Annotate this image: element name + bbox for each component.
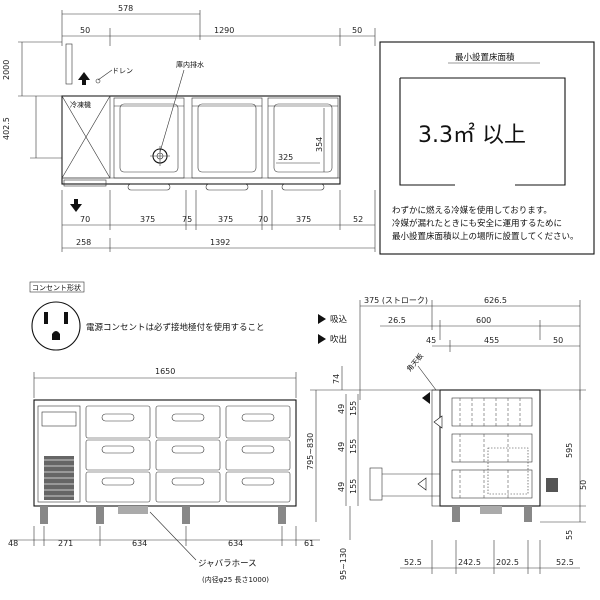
label-angle-top: 角天板 (405, 351, 425, 373)
leg-4 (278, 506, 286, 524)
airflow-up-arrow-icon (78, 72, 90, 85)
dim-375b: 375 (218, 215, 233, 224)
legend-exhaust: 吹出 (330, 334, 347, 345)
dim-375c: 375 (296, 215, 311, 224)
dim-70b: 70 (258, 215, 268, 224)
dim-2000: 2000 (2, 60, 11, 80)
compressor-area (61, 95, 111, 179)
dim-325: 325 (278, 153, 293, 162)
dim-49b: 49 (337, 442, 346, 452)
dim-45: 45 (426, 336, 436, 345)
drawer-bins-top (113, 97, 339, 179)
dim-271: 271 (58, 539, 73, 548)
dim-155b: 155 (349, 439, 358, 454)
dim-52: 52 (353, 215, 363, 224)
side-leg-2 (524, 506, 532, 522)
hose-label: ジャバラホース (198, 559, 257, 569)
dim-258: 258 (76, 238, 91, 247)
outlet-plug-icon (31, 301, 81, 351)
min-area-note-2: 冷媒が漏れたときにも安全に運用するために (392, 218, 562, 229)
dim-61: 61 (304, 539, 314, 548)
hose-spec: (内径φ25 長さ1000) (202, 575, 269, 584)
top-plan-view: 578 50 1290 50 2000 402.5 ドレン 庫内排水 冷凍機 (2, 4, 376, 252)
dim-375-stroke: 375 (ストローク) (364, 296, 428, 305)
dim-74: 74 (332, 374, 341, 384)
dim-595: 595 (565, 443, 574, 458)
min-area-panel: 最小設置床面積 3.3㎡ 以上 わずかに燃える冷媒を使用しております。 冷媒が漏… (379, 41, 595, 255)
dim-795-830: 795~830 (306, 433, 315, 470)
leg-1 (40, 506, 48, 524)
front-cabinet (33, 399, 297, 507)
exhaust-arrow-icon (318, 334, 326, 344)
dim-1392: 1392 (210, 238, 230, 247)
dim-70a: 70 (80, 215, 90, 224)
dim-75: 75 (182, 215, 192, 224)
dim-95-130: 95~130 (339, 548, 348, 580)
side-view: 375 (ストローク) 626.5 26.5 600 45 455 50 角天板… (306, 296, 588, 580)
exhaust-lower-arrow-icon (417, 477, 427, 491)
dim-600: 600 (476, 316, 491, 325)
side-leg-1 (452, 506, 460, 522)
dim-155a: 155 (349, 401, 358, 416)
outlet-notice: 電源コンセントは必ず接地極付を使用すること (86, 322, 265, 333)
label-refrigerant: 冷凍機 (70, 100, 91, 109)
min-area-note-1: わずかに燃える冷媒を使用しております。 (392, 205, 552, 216)
dim-455: 455 (484, 336, 499, 345)
dim-1290: 1290 (214, 26, 234, 35)
dim-49c: 49 (337, 482, 346, 492)
airflow-down-arrow-icon (70, 199, 82, 212)
dim-52-5b: 52.5 (556, 558, 574, 567)
front-view: 1650 (8, 367, 320, 584)
outlet-caption: コンセント形状 (32, 283, 81, 292)
drain-hose-box (118, 506, 148, 514)
dim-578: 578 (118, 4, 133, 13)
leg-3 (182, 506, 190, 524)
front-drawers (85, 405, 291, 503)
min-area-value: 3.3㎡ 以上 (418, 122, 526, 148)
cabinet-outline (61, 95, 341, 185)
outlet-section: コンセント形状 電源コンセントは必ず接地極付を使用すること 吸込 吹出 (29, 281, 348, 351)
side-drain-box (480, 506, 502, 514)
legend-intake: 吸込 (330, 314, 348, 325)
label-drain: ドレン (112, 67, 133, 75)
dim-52-5a: 52.5 (404, 558, 422, 567)
label-drain-inner: 庫内排水 (176, 60, 204, 69)
dim-375a: 375 (140, 215, 155, 224)
drawer-handle-side (369, 467, 383, 501)
leg-2 (96, 506, 104, 524)
side-baskets (451, 397, 533, 499)
dim-50-right: 50 (352, 26, 362, 35)
dim-634b: 634 (228, 539, 243, 548)
dim-242-5: 242.5 (458, 558, 481, 567)
exhaust-side-arrow-icon (433, 415, 443, 429)
intake-arrow-icon (318, 314, 326, 324)
dim-55: 55 (565, 530, 574, 540)
min-area-title: 最小設置床面積 (455, 52, 515, 63)
side-vent (546, 478, 558, 492)
dim-26-5: 26.5 (388, 316, 406, 325)
dim-634a: 634 (132, 539, 147, 548)
dim-354: 354 (315, 137, 324, 152)
dim-626-5: 626.5 (484, 296, 507, 305)
dim-402-5: 402.5 (2, 117, 11, 140)
dim-50-left: 50 (80, 26, 90, 35)
dim-49a: 49 (337, 404, 346, 414)
intake-side-arrow-icon (422, 392, 430, 404)
dim-155c: 155 (349, 479, 358, 494)
dim-48: 48 (8, 539, 18, 548)
dim-50-r: 50 (579, 480, 588, 490)
dim-50-top: 50 (553, 336, 563, 345)
dim-1650: 1650 (155, 367, 175, 376)
dim-202-5: 202.5 (496, 558, 519, 567)
drain-pipe (65, 43, 73, 85)
vent-grille (44, 456, 74, 500)
min-area-note-3: 最小設置床面積以上の場所に設置してください。 (392, 231, 579, 242)
